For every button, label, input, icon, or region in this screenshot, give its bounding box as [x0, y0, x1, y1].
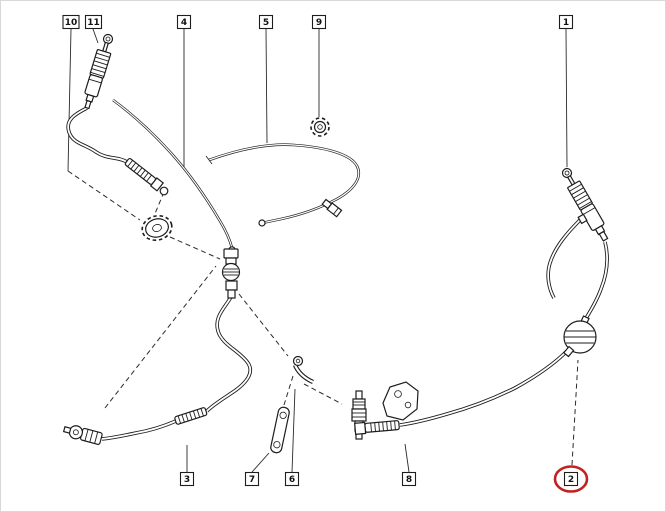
svg-text:10: 10 — [65, 18, 78, 28]
highlight-circle — [553, 465, 589, 493]
svg-text:11: 11 — [87, 18, 100, 28]
hydraulic-hoses — [66, 106, 609, 441]
pipe-grommet-part — [310, 117, 330, 137]
callouts: 10 11 4 5 9 1 3 7 — [62, 14, 579, 487]
svg-text:6: 6 — [289, 475, 295, 485]
callout-5[interactable]: 5 — [258, 14, 274, 30]
svg-text:4: 4 — [181, 18, 187, 28]
svg-text:1: 1 — [563, 18, 569, 28]
left-master-cylinder-part — [84, 33, 114, 110]
callout-1[interactable]: 1 — [558, 14, 574, 30]
retaining-clip-part — [294, 355, 314, 383]
firewall-grommet-part — [141, 214, 173, 242]
leader-lines — [67, 28, 568, 473]
hose-end-fitting — [159, 186, 169, 196]
banjo-fitting-part — [62, 425, 103, 445]
callout-4[interactable]: 4 — [176, 14, 192, 30]
hose-bellows-sleeve — [354, 420, 400, 435]
dashed-connection-lines — [67, 170, 579, 466]
mounting-bracket-part — [382, 381, 419, 421]
pipe-union-connector-part — [221, 248, 241, 299]
svg-text:5: 5 — [263, 18, 269, 28]
callout-8[interactable]: 8 — [401, 471, 417, 487]
svg-text:2: 2 — [568, 475, 574, 485]
callout-6[interactable]: 6 — [284, 471, 300, 487]
right-master-cylinder-part — [561, 167, 609, 242]
callout-3[interactable]: 3 — [179, 471, 195, 487]
hose-bellows-sleeve — [174, 407, 208, 425]
callout-10[interactable]: 10 — [62, 14, 80, 30]
callout-11[interactable]: 11 — [84, 14, 103, 30]
callout-7[interactable]: 7 — [244, 471, 260, 487]
svg-text:9: 9 — [316, 18, 322, 28]
support-bracket-part — [270, 406, 290, 454]
hydraulic-damper-part — [562, 315, 597, 358]
quick-coupling-part — [321, 198, 343, 218]
svg-text:3: 3 — [184, 475, 190, 485]
svg-text:7: 7 — [249, 475, 255, 485]
callout-2[interactable]: 2 — [563, 471, 579, 487]
svg-text:8: 8 — [406, 475, 412, 485]
callout-9[interactable]: 9 — [311, 14, 327, 30]
hose-bellows-sleeve — [124, 158, 165, 192]
